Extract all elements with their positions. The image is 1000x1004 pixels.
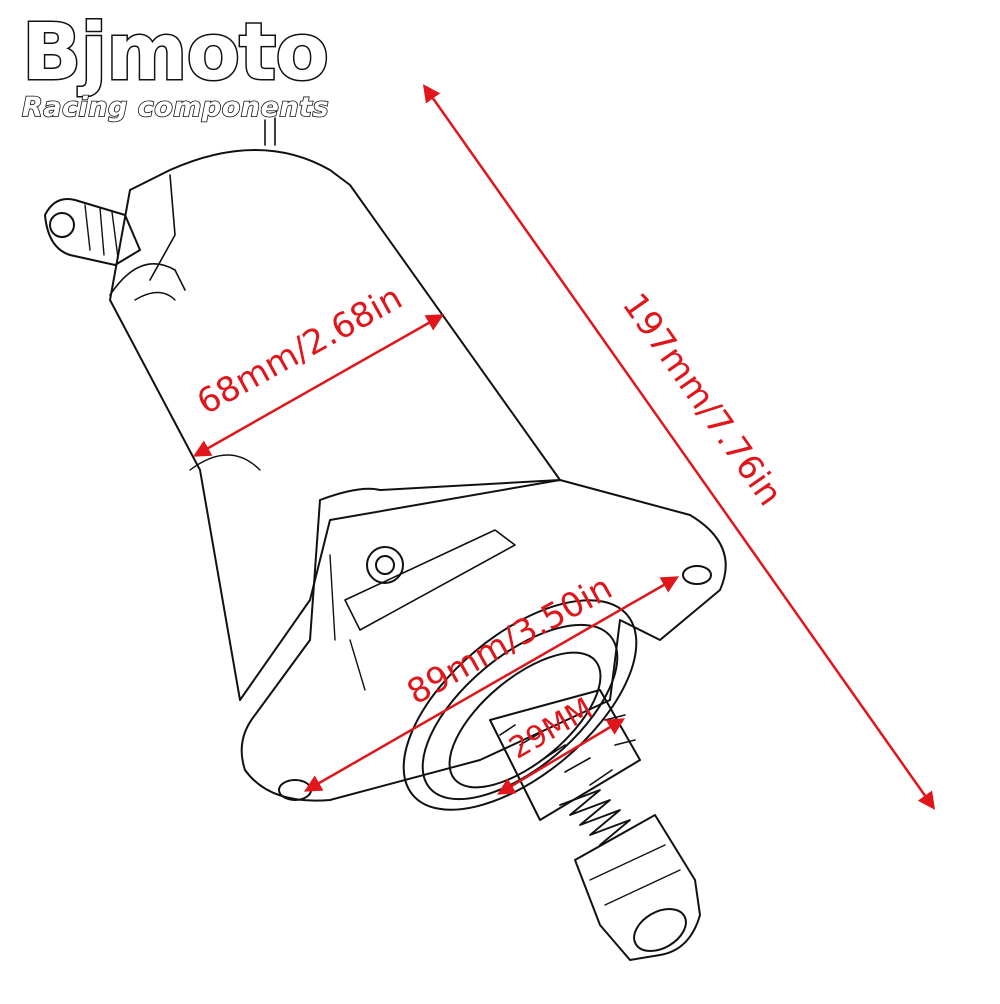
- brand-name: Bjmoto: [20, 8, 330, 98]
- flange-arrow: [303, 576, 680, 792]
- dimension-arrows: [192, 84, 936, 810]
- starter-motor-icon: [44, 117, 727, 961]
- diameter-label: 68mm/2.68in: [190, 278, 409, 423]
- length-arrow: [422, 84, 936, 810]
- gear-arrow: [496, 718, 626, 795]
- brand-logo: Bjmoto Racing components: [20, 8, 330, 123]
- brand-tagline: Racing components: [21, 92, 330, 123]
- diameter-arrow: [192, 314, 445, 457]
